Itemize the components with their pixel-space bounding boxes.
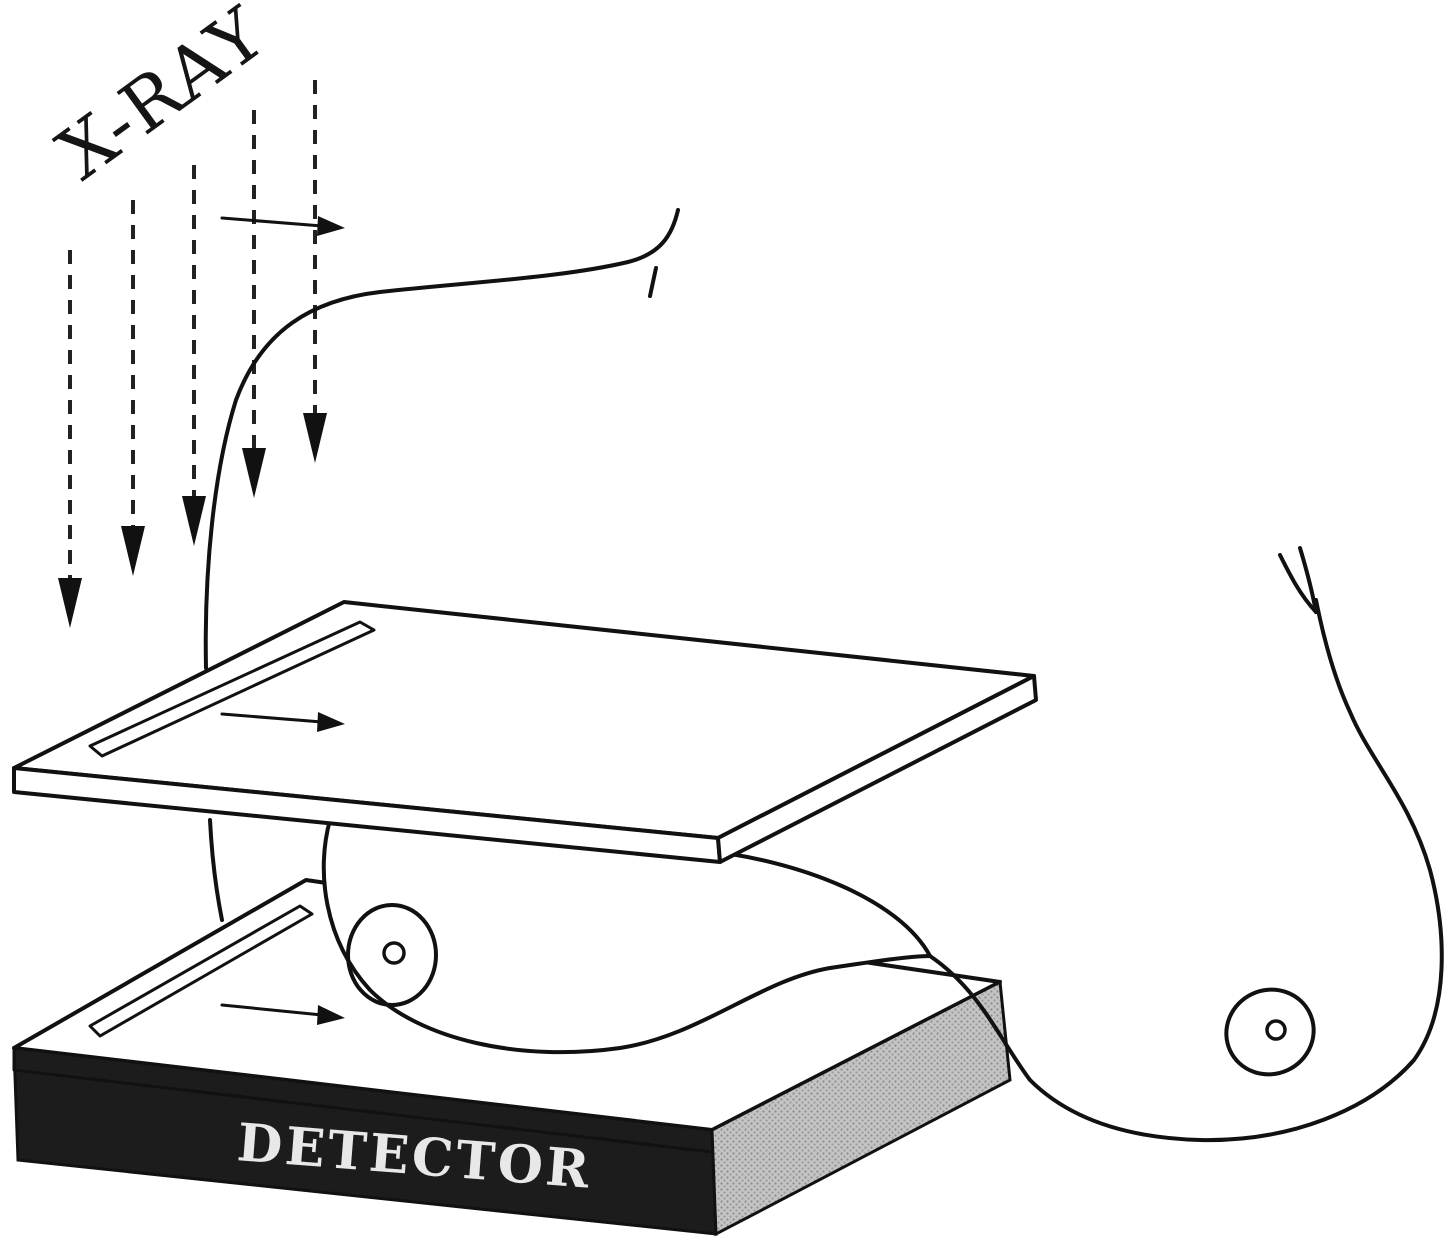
xray-beam-4: [242, 110, 266, 498]
xray-beam-5: [303, 80, 327, 463]
patient-chin-mark: [650, 268, 656, 296]
xray-beam-2: [121, 200, 145, 576]
xray-beam-3: [182, 165, 206, 546]
xray-label: X-RAY: [43, 0, 282, 196]
side-breast-nipple: [1267, 1021, 1285, 1039]
xray-beam-1: [58, 250, 82, 628]
scan-direction-arrow-top: [222, 216, 345, 236]
patient-torso-outline: [206, 210, 678, 668]
patient-torso-lower: [210, 820, 222, 920]
compression-paddle: [14, 602, 1036, 862]
side-breast-areola: [1212, 975, 1327, 1088]
